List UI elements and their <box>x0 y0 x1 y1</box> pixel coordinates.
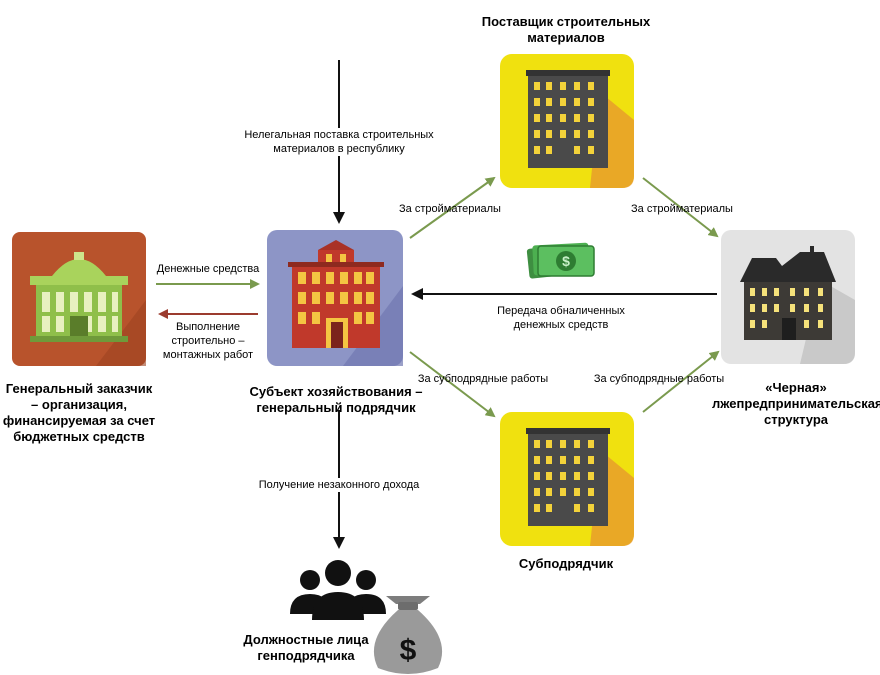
sub-out-label: За субподрядные работы <box>593 373 725 385</box>
subcontractor-tile <box>500 412 634 546</box>
materials-out-label: За стройматериалы <box>631 203 733 215</box>
cash-back-label: Передача обналиченных денежных средств <box>497 305 625 331</box>
money-bag-icon: $ <box>373 596 443 674</box>
dollar-sign-icon: $ <box>400 634 417 667</box>
black-structure-tile <box>721 230 855 364</box>
officials-title: Должностные лица генподрядчика <box>243 632 369 663</box>
general-customer-tile <box>12 232 146 366</box>
skyscraper-icon <box>526 70 610 168</box>
mansion-icon <box>740 246 836 340</box>
works-label: Выполнение строительно – монтажных работ <box>162 321 254 361</box>
black-structure-title: «Черная» лжепредпринимательская структур… <box>712 380 880 427</box>
money-label: Денежные средства <box>156 263 260 275</box>
general-customer-title: Генеральный заказчик – организация, фина… <box>2 381 156 444</box>
sub-in-label: За субподрядные работы <box>417 373 549 385</box>
arrow-materials-in <box>409 176 496 239</box>
arrow-sub-in <box>409 351 496 418</box>
arrow-materials-out <box>642 177 719 238</box>
svg-text:$: $ <box>562 253 570 269</box>
contractor-title: Субъект хозяйствования – генеральный под… <box>249 384 423 415</box>
arrow-sub-out <box>642 350 720 413</box>
illegal-supply-label: Нелегальная поставка строительных матери… <box>224 128 454 156</box>
contractor-tile <box>267 230 403 366</box>
income-label: Получение незаконного дохода <box>244 478 434 492</box>
materials-in-label: За стройматериалы <box>399 203 501 215</box>
money-bills-icon: $ <box>526 242 595 279</box>
skyscraper-icon <box>526 428 610 526</box>
office-building-icon <box>288 240 384 348</box>
subcontractor-title: Субподрядчик <box>518 556 614 571</box>
supplier-title: Поставщик строительных материалов <box>481 14 651 45</box>
government-building-icon <box>30 252 128 342</box>
supplier-tile <box>500 54 634 188</box>
people-group-icon <box>290 560 386 620</box>
